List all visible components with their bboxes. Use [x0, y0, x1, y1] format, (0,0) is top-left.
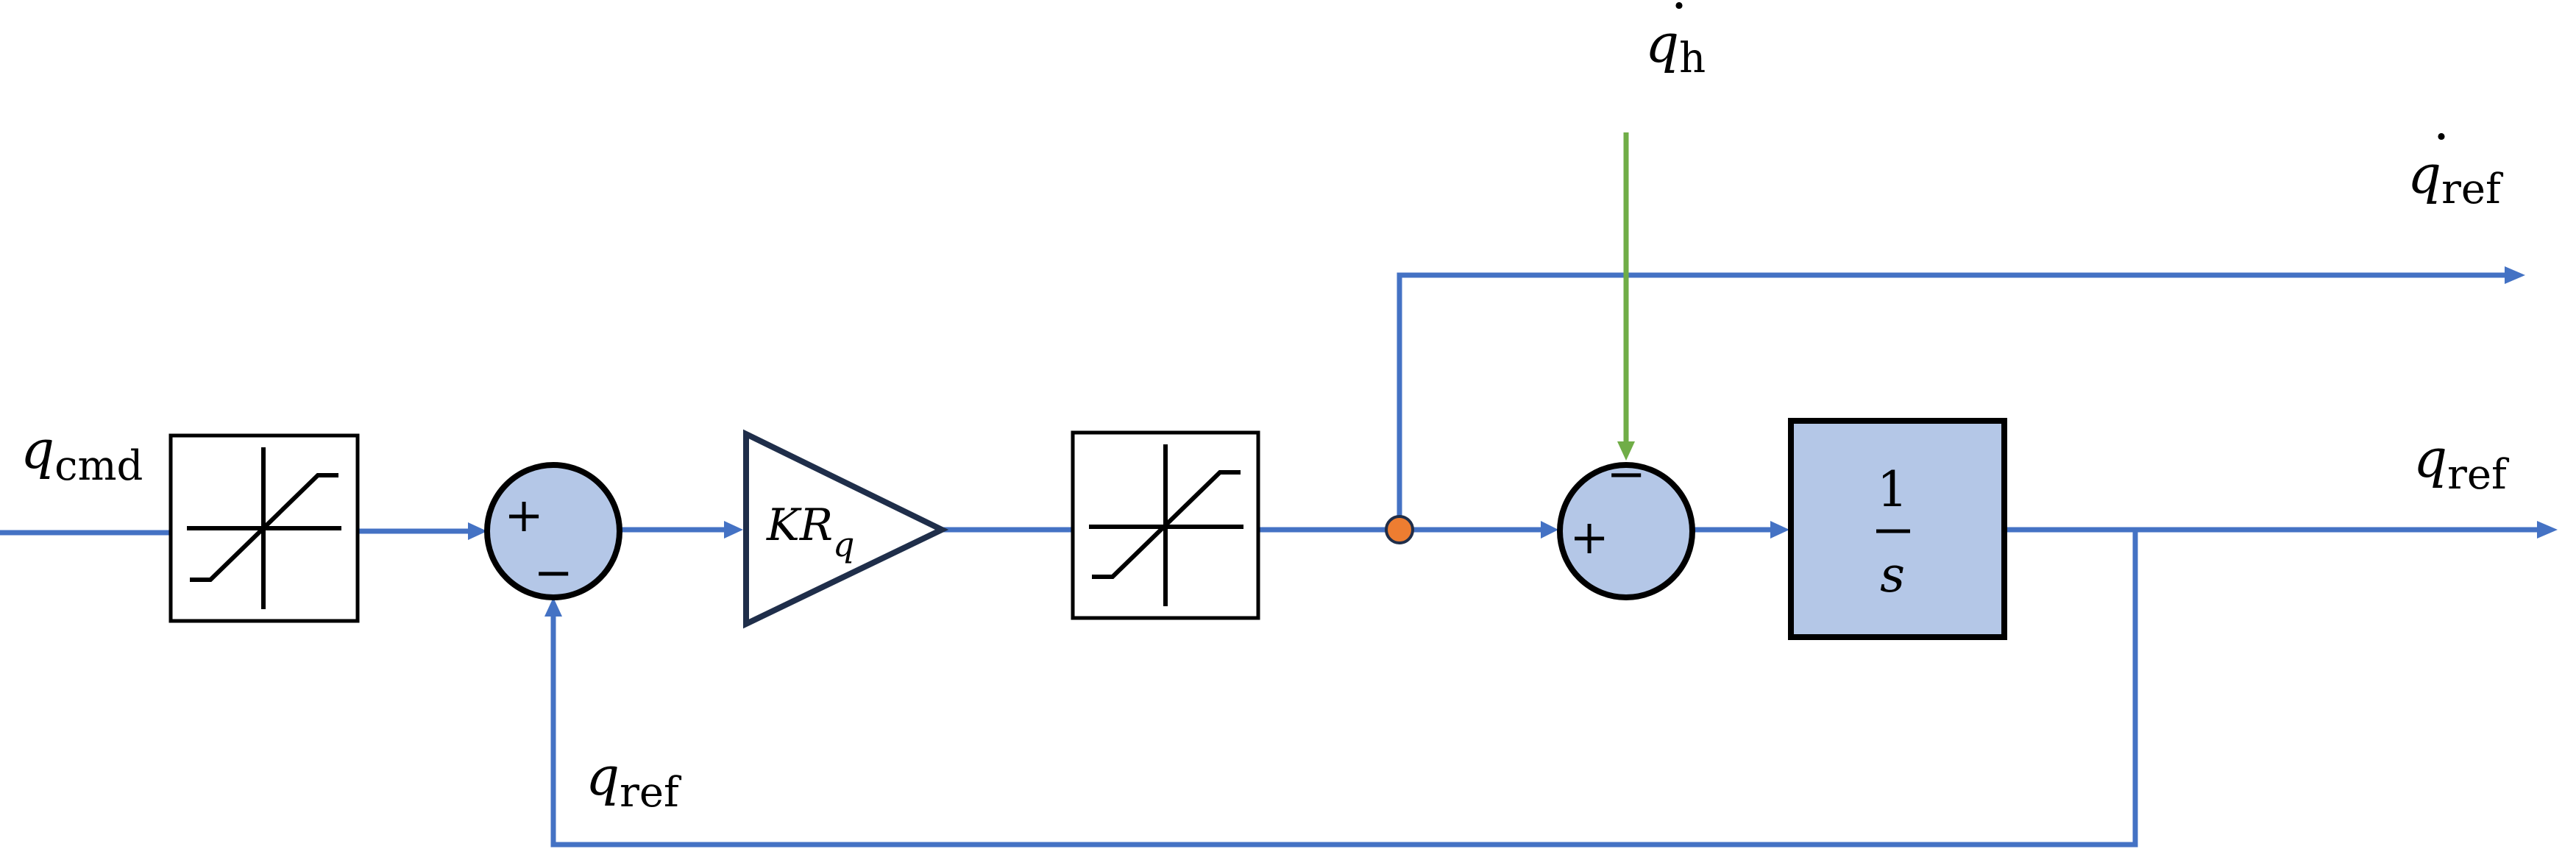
- integrator-box: [1788, 418, 2007, 640]
- arrow-rate-output: [2505, 266, 2525, 284]
- error-summing-junction: + −: [484, 462, 622, 600]
- branch-junction-dot: [1385, 515, 1414, 544]
- input-label: qcmd: [21, 419, 143, 490]
- arrow-sat1-to-sum: [468, 522, 487, 540]
- disturbance-label: ˙ qh: [1645, 0, 1706, 82]
- saturation-icon: [1089, 444, 1243, 606]
- saturation-icon: [187, 447, 341, 609]
- arrow-disturbance: [1617, 441, 1635, 461]
- arrow-to-integrator: [1770, 521, 1789, 539]
- rate-output-label: ˙ qref: [2408, 124, 2504, 213]
- error-sum-plus-sign: +: [504, 489, 544, 543]
- gain-subscript: q: [833, 525, 854, 564]
- gain-triangle: [743, 429, 949, 629]
- gain-block: KRq: [743, 429, 949, 629]
- arrow-sum-to-gain: [724, 521, 743, 539]
- feedback-label: qref: [586, 745, 682, 817]
- arrow-to-ratesum: [1541, 521, 1558, 539]
- rate-sum-circle: [1557, 462, 1695, 600]
- error-sum-circle: [484, 462, 622, 600]
- gain-symbol: KR: [766, 500, 833, 551]
- disturbance-dot: ˙: [1664, 0, 1694, 61]
- gain-label: KRq: [766, 500, 854, 564]
- integrator-numerator: 1: [1877, 461, 1908, 518]
- arrow-feedback: [544, 597, 562, 617]
- error-sum-minus-sign: −: [533, 546, 573, 600]
- position-output-label: qref: [2413, 427, 2510, 499]
- wire-rate-branch: [1397, 272, 2505, 530]
- rate-saturation-block: [1071, 430, 1260, 620]
- wire-feedback: [550, 530, 2138, 848]
- integrator-block: 1 s: [1788, 418, 2007, 640]
- input-saturation-block: [168, 433, 360, 623]
- rate-sum-plus-sign: +: [1569, 511, 1609, 565]
- rate-output-dot: ˙: [2427, 124, 2456, 192]
- rate-summing-junction: − +: [1557, 447, 1695, 600]
- rate-sum-minus-sign: −: [1606, 447, 1646, 502]
- integrator-denominator: s: [1880, 547, 1905, 603]
- signal-wires: [0, 266, 2558, 848]
- rate-output-text: qref: [2408, 143, 2504, 213]
- disturbance-wire-group: [1617, 132, 1635, 461]
- arrow-position-output: [2537, 521, 2558, 539]
- disturbance-text: qh: [1645, 13, 1706, 82]
